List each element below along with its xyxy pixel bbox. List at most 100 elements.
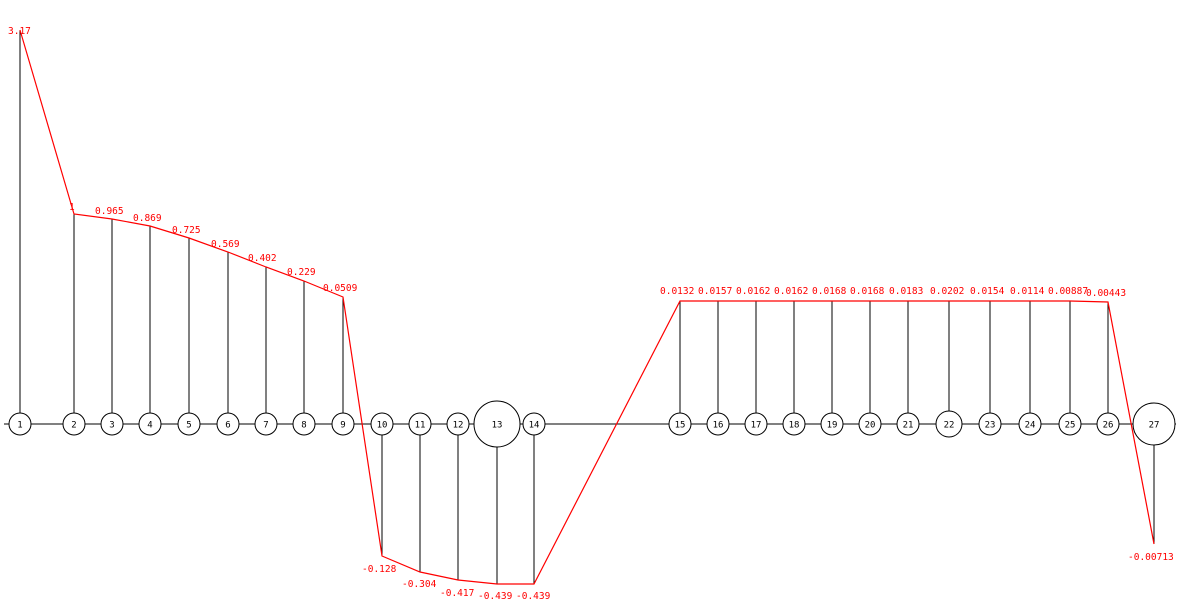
node-14: 14	[522, 412, 546, 436]
node-circle	[978, 412, 1002, 436]
node-circle	[744, 412, 768, 436]
node-circle	[1058, 412, 1082, 436]
node-label: 24	[1025, 421, 1036, 431]
node-label: 19	[827, 421, 838, 431]
value-label: -0.128	[362, 564, 397, 575]
node-circle	[1096, 412, 1120, 436]
node-label: 10	[377, 421, 388, 431]
node-label: 6	[225, 421, 230, 431]
node-25: 25	[1058, 412, 1082, 436]
value-label: -0.00713	[1128, 552, 1174, 563]
node-circle	[522, 412, 546, 436]
node-label: 21	[903, 421, 914, 431]
value-label: 0.0202	[930, 286, 964, 297]
node-circle	[668, 412, 692, 436]
node-circle	[1018, 412, 1042, 436]
value-label: 0.0162	[736, 286, 770, 297]
value-label: 0.869	[133, 213, 162, 224]
node-label: 16	[713, 421, 724, 431]
node-11: 11	[408, 412, 432, 436]
node-18: 18	[782, 412, 806, 436]
node-label: 25	[1065, 421, 1076, 431]
node-circle	[138, 412, 162, 436]
node-3: 3	[100, 412, 124, 436]
node-circle	[292, 412, 316, 436]
node-label: 23	[985, 421, 996, 431]
node-circle	[782, 412, 806, 436]
node-17: 17	[744, 412, 768, 436]
node-label: 15	[675, 421, 686, 431]
ordinate-lines	[19, 30, 1155, 584]
node-circle	[935, 410, 963, 438]
node-label: 1	[17, 421, 22, 431]
value-label: 0.0157	[698, 286, 732, 297]
node-label: 4	[147, 421, 152, 431]
node-7: 7	[254, 412, 278, 436]
node-label: 13	[492, 421, 503, 431]
node-label: 20	[865, 421, 876, 431]
value-label: 0.0132	[660, 286, 694, 297]
value-label: -0.304	[402, 579, 437, 590]
value-label: 0.229	[287, 267, 316, 278]
value-label: -0.439	[478, 591, 513, 602]
value-label: 0.0154	[970, 286, 1005, 297]
node-circle	[254, 412, 278, 436]
node-16: 16	[706, 412, 730, 436]
value-label: 0.725	[172, 225, 201, 236]
node-label: 14	[529, 421, 540, 431]
node-circle	[706, 412, 730, 436]
node-circle	[177, 412, 201, 436]
node-label: 9	[340, 421, 345, 431]
value-label: 0.965	[95, 206, 124, 217]
value-label: 0.0162	[774, 286, 808, 297]
node-circle	[446, 412, 470, 436]
node-label: 22	[944, 421, 955, 431]
node-label: 12	[453, 421, 464, 431]
node-21: 21	[896, 412, 920, 436]
node-26: 26	[1096, 412, 1120, 436]
node-15: 15	[668, 412, 692, 436]
value-label: 0.00887	[1048, 286, 1088, 297]
node-label: 27	[1149, 421, 1160, 431]
node-circle	[62, 412, 86, 436]
node-label: 2	[71, 421, 76, 431]
node-20: 20	[858, 412, 882, 436]
node-2: 2	[62, 412, 86, 436]
node-8: 8	[292, 412, 316, 436]
value-label: 0.0114	[1010, 286, 1045, 297]
node-6: 6	[216, 412, 240, 436]
node-circle	[473, 400, 521, 448]
node-4: 4	[138, 412, 162, 436]
node-circle	[858, 412, 882, 436]
node-label: 8	[301, 421, 306, 431]
value-label: 0.0183	[889, 286, 923, 297]
node-circle	[820, 412, 844, 436]
value-label: 0.0168	[850, 286, 885, 297]
node-1: 1	[8, 412, 32, 436]
value-label: -0.417	[440, 588, 474, 599]
value-label: 0.00443	[1086, 288, 1126, 299]
node-27: 27	[1132, 402, 1176, 446]
node-24: 24	[1018, 412, 1042, 436]
value-label: -0.439	[516, 591, 551, 602]
value-label: 0.0509	[323, 283, 358, 294]
node-label: 7	[263, 421, 268, 431]
node-12: 12	[446, 412, 470, 436]
node-circle	[8, 412, 32, 436]
node-23: 23	[978, 412, 1002, 436]
node-circle	[408, 412, 432, 436]
node-13: 13	[473, 400, 521, 448]
node-label: 5	[186, 421, 191, 431]
node-19: 19	[820, 412, 844, 436]
node-label: 18	[789, 421, 800, 431]
node-label: 17	[751, 421, 762, 431]
value-label: 3.17	[8, 26, 31, 37]
node-circle	[896, 412, 920, 436]
node-label: 26	[1103, 421, 1114, 431]
node-circle	[1132, 402, 1176, 446]
node-label: 11	[415, 421, 426, 431]
node-22: 22	[935, 410, 963, 438]
node-label: 3	[109, 421, 114, 431]
